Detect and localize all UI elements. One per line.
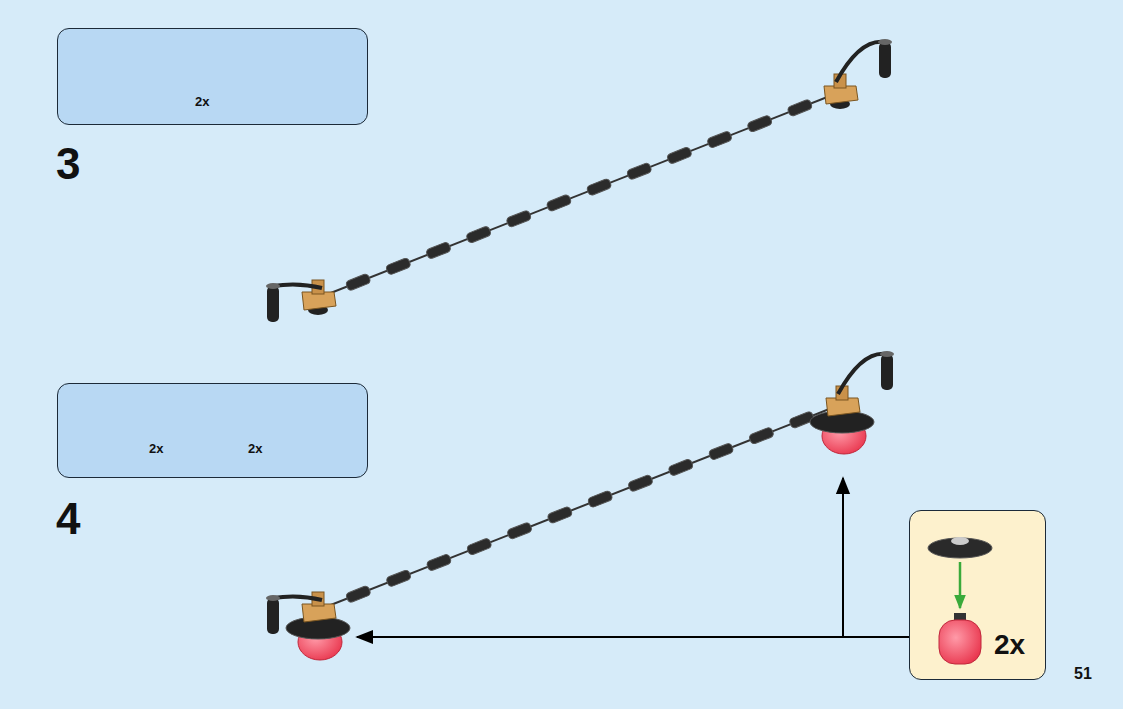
subassembly-box: 2x — [909, 510, 1046, 680]
step-number: 4 — [56, 497, 80, 541]
parts-callout-box: 2x 2x — [57, 383, 368, 478]
parts-callout-box: 2x — [57, 28, 368, 125]
assembly-arrow — [357, 636, 909, 638]
quantity-label: 2x — [248, 442, 262, 455]
assembly-arrow — [842, 478, 844, 637]
quantity-label: 2x — [195, 95, 209, 108]
page-number: 51 — [1074, 666, 1092, 682]
subassembly-illustration — [909, 510, 1046, 680]
step-number: 3 — [56, 142, 80, 186]
quantity-label: 2x — [994, 631, 1025, 659]
quantity-label: 2x — [149, 442, 163, 455]
